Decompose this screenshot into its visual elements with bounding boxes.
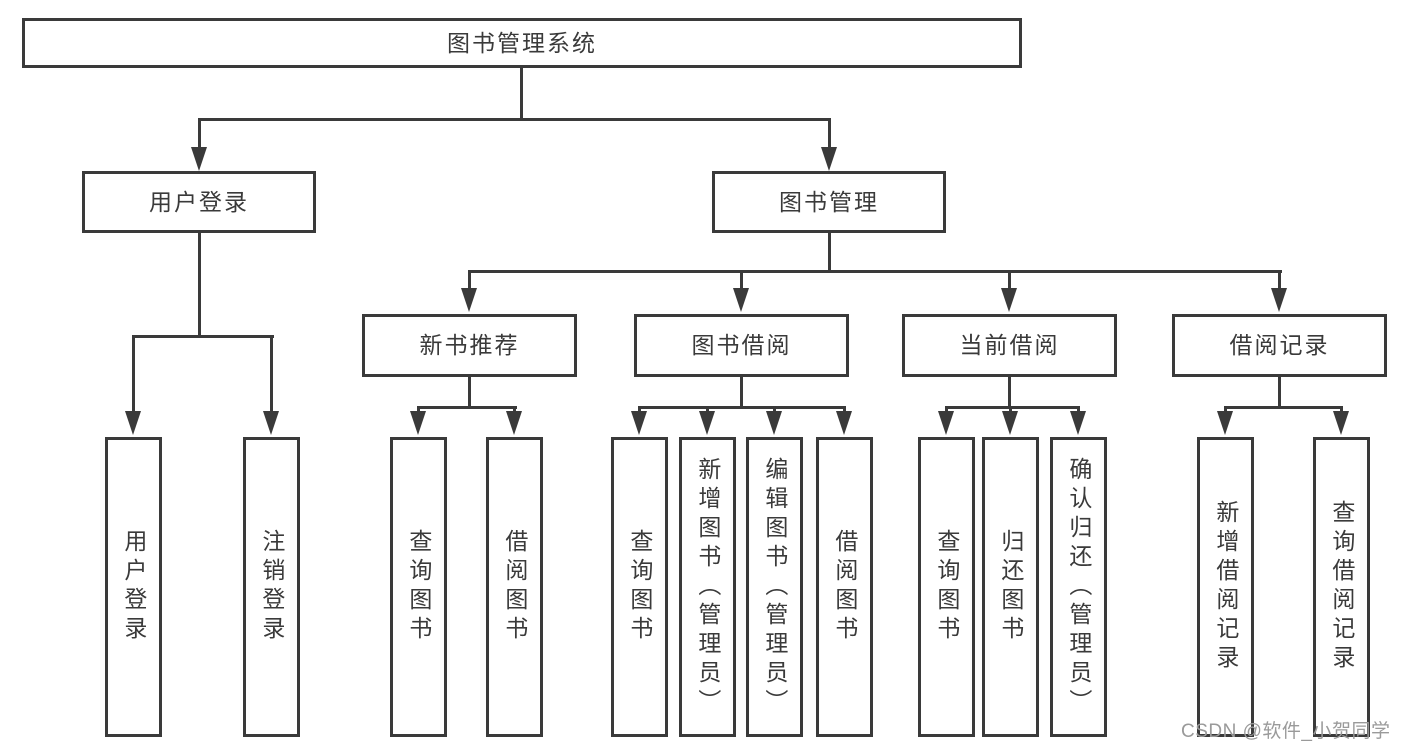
arrow-down-icon <box>938 411 954 435</box>
arrow-down-icon <box>1001 288 1017 312</box>
connector-drop <box>132 337 135 413</box>
arrow-down-icon <box>1217 411 1233 435</box>
leaf-query-books: 查询图书 <box>918 437 975 737</box>
connector-userlogin-bar <box>132 335 274 338</box>
leaf-query-books: 查询图书 <box>611 437 668 737</box>
arrow-down-icon <box>461 288 477 312</box>
connector-drop <box>740 272 743 290</box>
arrow-down-icon <box>699 411 715 435</box>
leaf-query-borrow-record: 查询借阅记录 <box>1313 437 1370 737</box>
connector-records-bar <box>1224 406 1343 409</box>
node-book-borrowing: 图书借阅 <box>634 314 849 377</box>
arrow-down-icon <box>631 411 647 435</box>
leaf-user-login: 用户登录 <box>105 437 162 737</box>
leaf-query-books: 查询图书 <box>390 437 447 737</box>
arrow-down-icon <box>1333 411 1349 435</box>
leaf-logout: 注销登录 <box>243 437 300 737</box>
leaf-borrow-books: 借阅图书 <box>816 437 873 737</box>
arrow-down-icon <box>1271 288 1287 312</box>
arrow-down-icon <box>821 147 837 171</box>
arrow-down-icon <box>1002 411 1018 435</box>
leaf-add-books-admin: 新增图书（管理员） <box>679 437 736 737</box>
watermark: CSDN @软件_小贺同学 <box>1181 721 1391 742</box>
connector-drop <box>468 272 471 290</box>
node-library-management-system: 图书管理系统 <box>22 18 1022 68</box>
arrow-down-icon <box>191 147 207 171</box>
leaf-borrow-books: 借阅图书 <box>486 437 543 737</box>
arrow-down-icon <box>410 411 426 435</box>
arrow-down-icon <box>125 411 141 435</box>
leaf-add-borrow-record: 新增借阅记录 <box>1197 437 1254 737</box>
connector-level2-bar <box>198 118 831 121</box>
connector-drop <box>198 120 201 150</box>
node-new-book-recommendation: 新书推荐 <box>362 314 577 377</box>
leaf-return-books: 归还图书 <box>982 437 1039 737</box>
arrow-down-icon <box>506 411 522 435</box>
node-user-login: 用户登录 <box>82 171 316 233</box>
connector-bookmgmt-stem <box>828 232 831 272</box>
connector-records-stem <box>1278 377 1281 408</box>
connector-drop <box>270 337 273 413</box>
connector-borrowing-bar <box>638 406 846 409</box>
node-borrowing-records: 借阅记录 <box>1172 314 1387 377</box>
leaf-confirm-return-admin: 确认归还（管理员） <box>1050 437 1107 737</box>
connector-drop <box>828 120 831 150</box>
arrow-down-icon <box>766 411 782 435</box>
node-current-borrowing: 当前借阅 <box>902 314 1117 377</box>
arrow-down-icon <box>1070 411 1086 435</box>
connector-userlogin-stem <box>198 232 201 337</box>
leaf-edit-books-admin: 编辑图书（管理员） <box>746 437 803 737</box>
node-book-management: 图书管理 <box>712 171 946 233</box>
arrow-down-icon <box>836 411 852 435</box>
connector-borrowing-stem <box>740 377 743 408</box>
connector-root-stem <box>520 67 523 120</box>
connector-current-stem <box>1008 377 1011 408</box>
connector-newbooks-bar <box>417 406 517 409</box>
connector-drop <box>1278 272 1281 290</box>
connector-newbooks-stem <box>468 377 471 408</box>
connector-drop <box>1008 272 1011 290</box>
arrow-down-icon <box>733 288 749 312</box>
arrow-down-icon <box>263 411 279 435</box>
connector-level3-bar <box>468 270 1282 273</box>
connector-current-bar <box>945 406 1080 409</box>
